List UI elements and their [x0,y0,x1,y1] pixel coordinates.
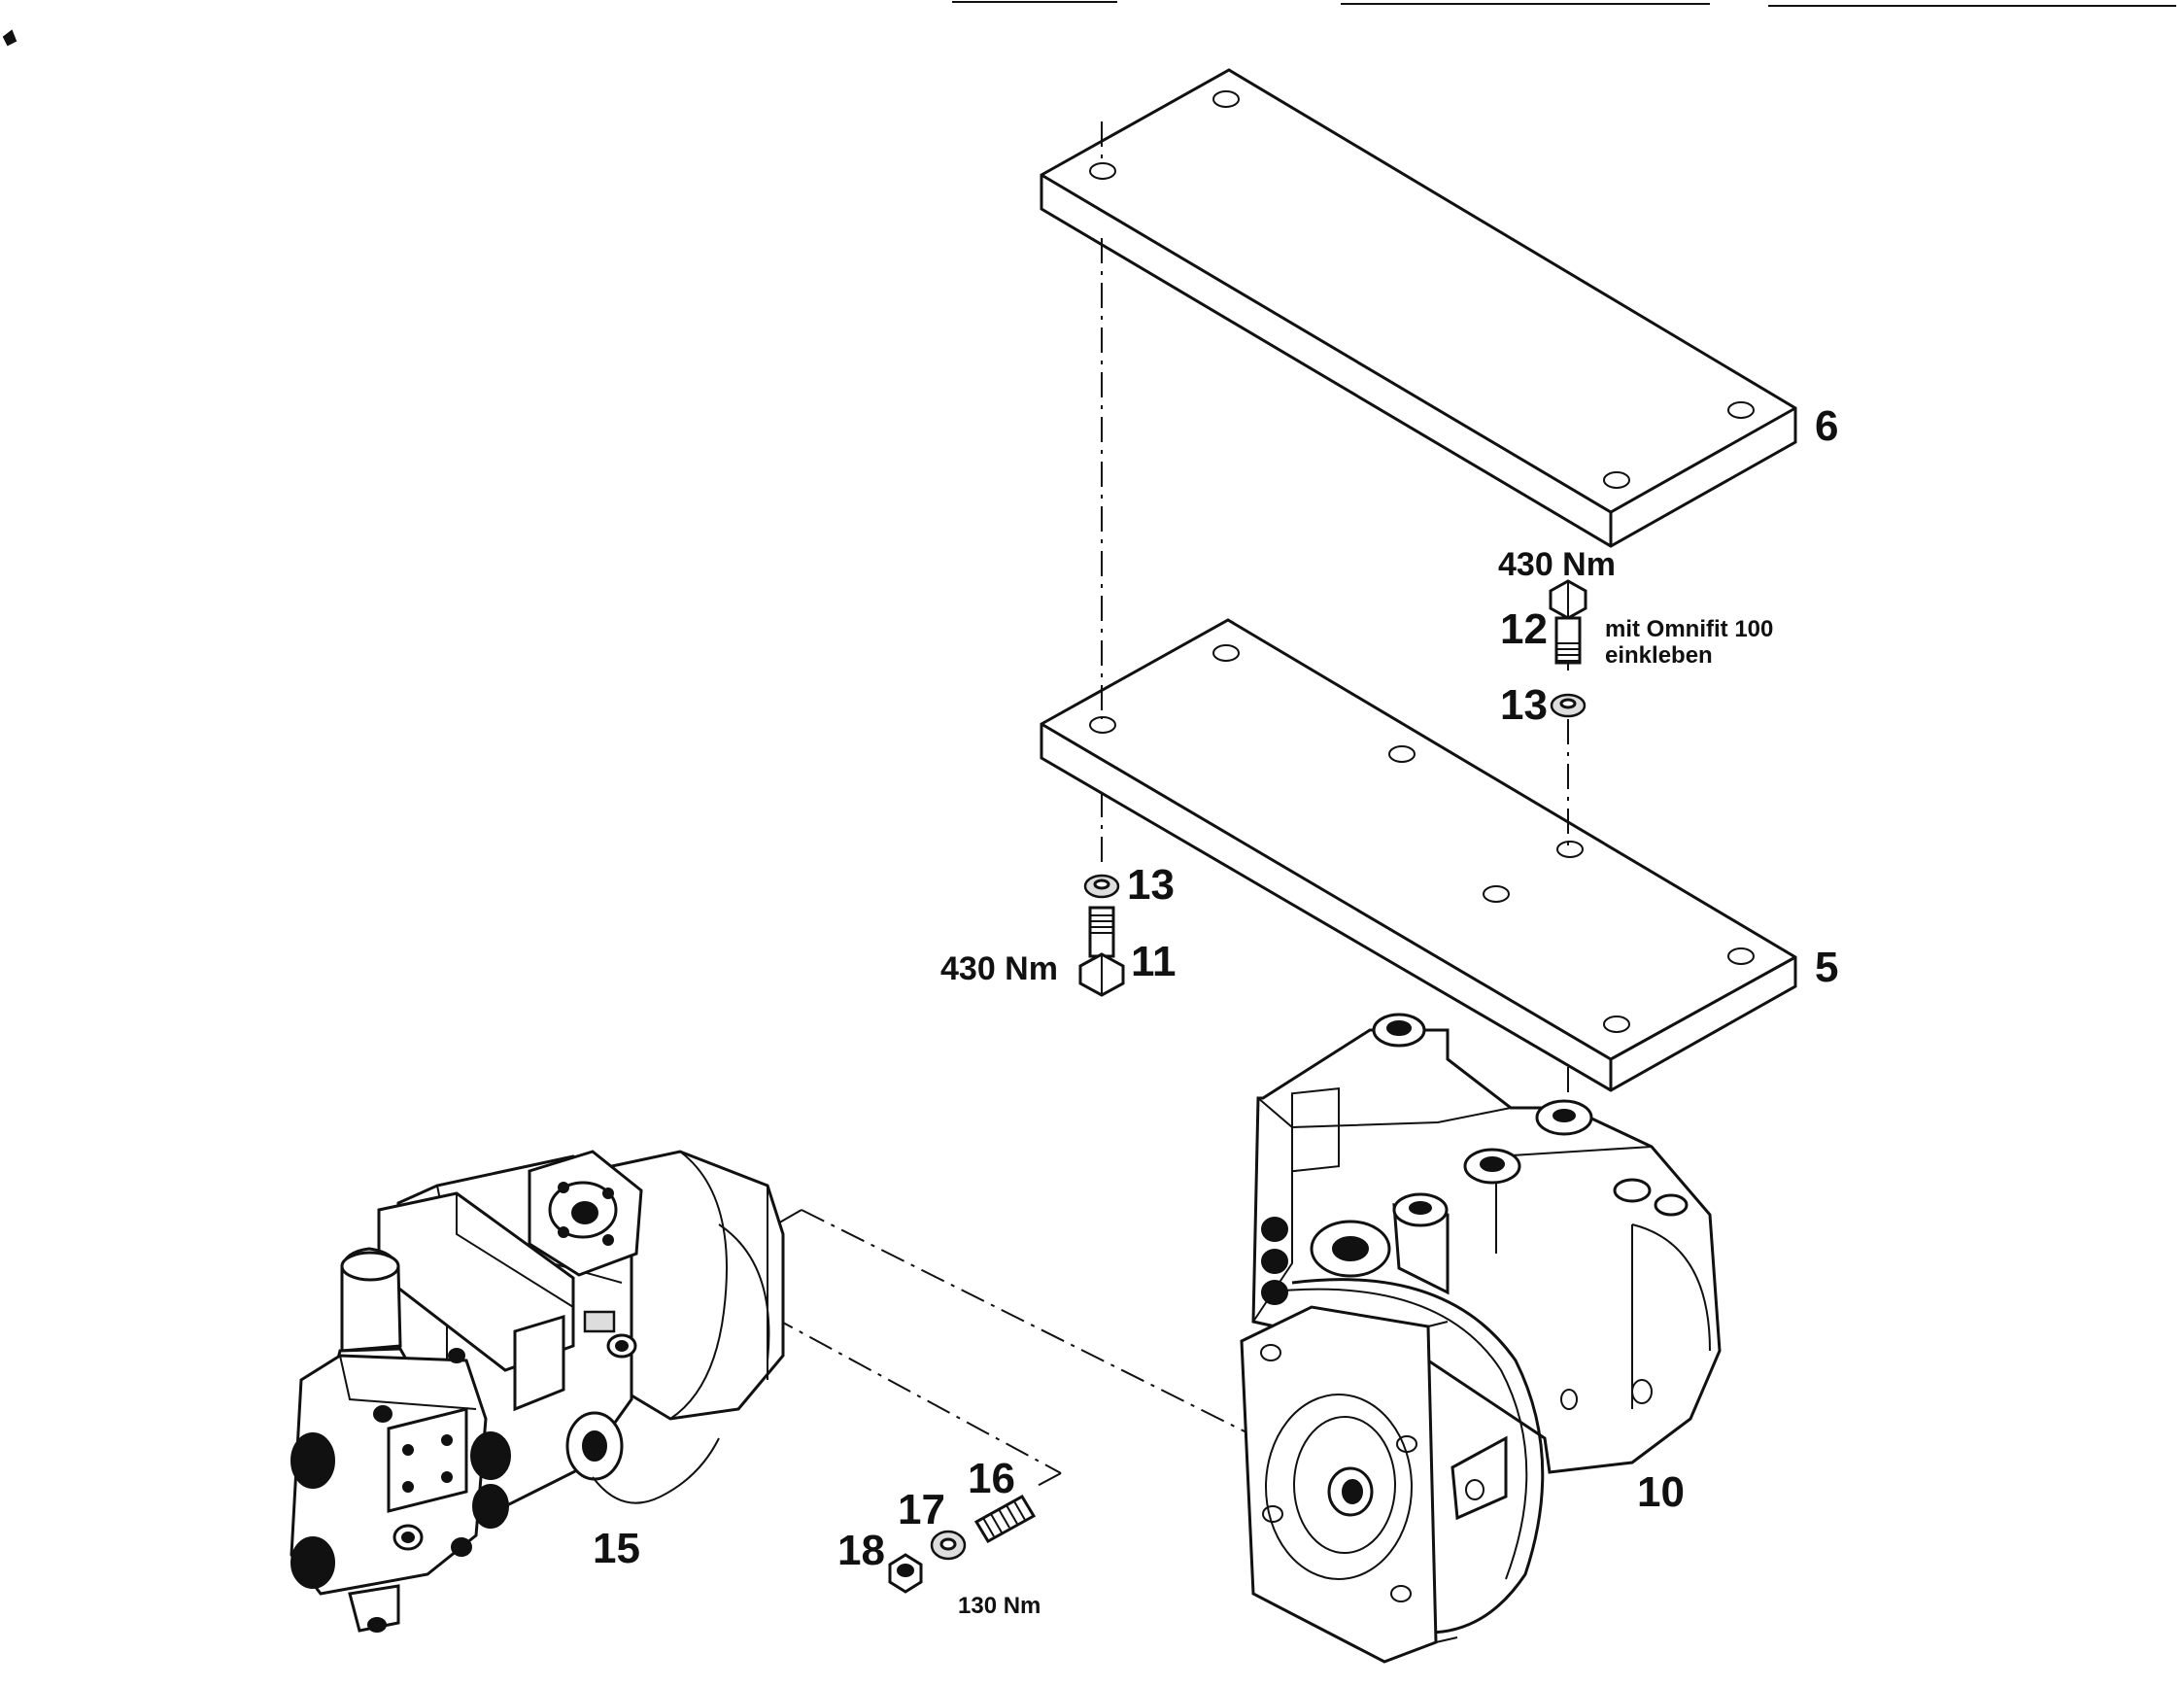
bolt-hole [1603,1016,1630,1033]
torque-label-bolt-11: 430 Nm [940,950,1058,987]
bolt-hole [1212,90,1240,108]
part-label-16: 16 [968,1455,1015,1502]
bolt-hole [1483,885,1510,903]
assembly-note-line-2: einkleben [1605,642,1713,669]
part-label-17: 17 [898,1486,945,1533]
bolt-hole [1212,644,1240,662]
bolt-hole [1727,947,1755,965]
bolt-hole [1727,401,1755,419]
bolt-hole [1089,716,1116,734]
bolt-hole [1388,745,1416,763]
washer-13-bottom [1083,874,1120,899]
labels: 6 5 10 15 430 Nm 12 mit Omnifit 100 eink… [593,402,1838,1619]
bolt-12 [1549,579,1587,671]
part-label-13-top: 13 [1500,681,1548,729]
washer-17 [930,1530,967,1561]
stud-16 [973,1494,1037,1544]
torque-label-bolt-12: 430 Nm [1498,546,1616,583]
plate-5 [1040,618,1797,1092]
bolt-hole [1603,471,1630,489]
part-label-15: 15 [593,1525,640,1572]
assembly-centerlines [691,121,1569,1498]
nut-18 [888,1553,923,1594]
bolt-hole [1089,162,1116,180]
part-label-11: 11 [1131,938,1177,985]
bolt-hole [1556,841,1584,858]
assembly-note-line-1: mit Omnifit 100 [1605,616,1773,642]
washer-13-top [1550,693,1587,718]
part-label-13-bottom: 13 [1127,861,1175,909]
pump-unit-10 [1240,1013,1722,1664]
part-label-6: 6 [1815,402,1838,450]
bolt-11 [1078,906,1125,997]
torque-label-stud: 130 Nm [958,1593,1041,1619]
scan-edge-marks [2,1,2176,47]
part-label-12: 12 [1500,605,1548,653]
pump-unit-15 [290,1150,785,1633]
part-label-18: 18 [837,1527,885,1574]
part-label-10: 10 [1637,1468,1685,1516]
plate-6 [1040,68,1797,548]
part-label-5: 5 [1815,944,1838,991]
